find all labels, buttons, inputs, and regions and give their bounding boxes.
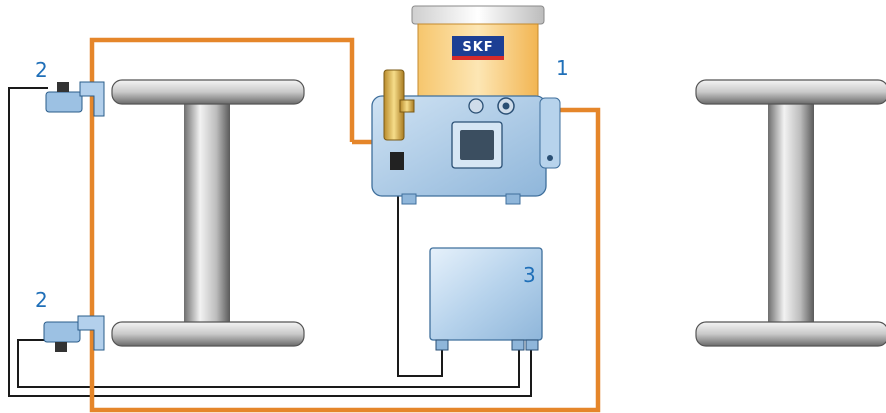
callout-sensor-top: 2 (35, 58, 48, 82)
controller-box (429, 247, 543, 351)
skf-logo-text: SKF (462, 40, 493, 55)
sensor-top-body (45, 91, 83, 113)
controller-connector-right (525, 339, 539, 351)
axle-left (184, 100, 230, 326)
pump-fill-nipple-left (468, 98, 484, 114)
pump-reservoir (417, 23, 539, 99)
controller-connector-left (435, 339, 449, 351)
signal-cable-sensor-bottom (17, 339, 520, 388)
lubricant-line (89, 37, 601, 413)
signal-cable-pump-controller (397, 170, 443, 377)
callout-sensor-bottom: 2 (35, 288, 48, 312)
controller-connector-mid (511, 339, 525, 351)
pump-outlet-core (502, 102, 510, 110)
pump-bracket-hole (547, 155, 553, 161)
wheel-rail-left-top (111, 79, 305, 105)
sensor-bottom-bracket (77, 315, 105, 351)
wheel-rail-right-bottom (695, 321, 886, 347)
pump-electrical-connector (390, 152, 404, 170)
wheel-rail-right-top (695, 79, 886, 105)
pump-unit: SKF (371, 5, 561, 205)
wheelset-right (695, 79, 886, 347)
controller-box-body (429, 247, 543, 341)
signal-cables (8, 87, 532, 397)
pump-reservoir-cap (411, 5, 545, 25)
pump-brass-fitting-nut (399, 99, 415, 113)
pump-display (460, 130, 494, 160)
skf-logo: SKF (452, 36, 504, 60)
sensor-top (45, 81, 105, 117)
sensor-bottom-body (43, 321, 81, 343)
pump-foot-left (401, 193, 417, 205)
axle-right (768, 100, 814, 326)
wheelset-left (111, 79, 305, 347)
sensor-bottom (43, 315, 105, 352)
sensor-top-cap (57, 82, 69, 92)
sensor-top-bracket (79, 81, 105, 117)
sensor-bottom-cap (55, 342, 67, 352)
pump-foot-right (505, 193, 521, 205)
signal-cable-sensor-top (8, 87, 532, 397)
skf-logo-underline (452, 56, 504, 60)
callout-pump: 1 (556, 56, 569, 80)
pump-side-bracket (539, 97, 561, 169)
wheel-rail-left-bottom (111, 321, 305, 347)
callout-controller: 3 (523, 263, 536, 287)
